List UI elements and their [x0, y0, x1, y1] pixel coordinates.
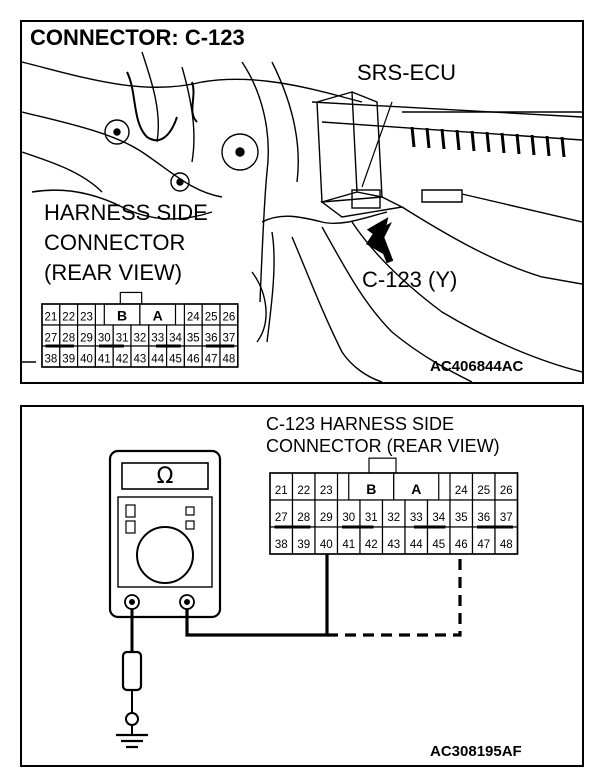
connector-frame — [41, 303, 239, 368]
pin-label: 46 — [187, 353, 200, 365]
connector-cavity — [393, 472, 440, 501]
pin-label: 25 — [205, 311, 218, 323]
pin-label: 42 — [116, 353, 129, 365]
pin-label: 45 — [432, 539, 445, 551]
pin-label: 38 — [45, 353, 58, 365]
test-lead-dashed — [327, 547, 462, 637]
connector-callout: C-123 (Y) — [362, 267, 458, 292]
harness-side-label: HARNESS SIDE CONNECTOR (REAR VIEW) — [44, 200, 208, 285]
pin-label: 41 — [98, 353, 111, 365]
pin-label: 24 — [187, 311, 200, 323]
pin-label: 32 — [134, 332, 147, 344]
pin-label: 27 — [45, 332, 58, 344]
pin-label: A — [153, 307, 163, 323]
pin-label: 34 — [169, 332, 182, 344]
pin-label: 28 — [62, 332, 75, 344]
srs-ecu-label: SRS-ECU — [357, 60, 457, 85]
pin-label: 47 — [205, 353, 218, 365]
pin-label: 40 — [320, 539, 333, 551]
pin-label: B — [366, 481, 376, 497]
resistance-check-panel: Ω 21 22 23 B A 24 25 26 27 28 29 30 31 32 33 34 35 36 37 38… — [20, 405, 584, 767]
pin-label: 42 — [365, 539, 378, 551]
pin-label: 22 — [62, 311, 75, 323]
vehicle-location-panel: 21 22 23 B A 24 25 26 27 28 29 30 31 32 33 34 35 36 37 38 39… — [20, 20, 584, 384]
pin-label: 27 — [275, 512, 288, 524]
pin-label: 28 — [297, 512, 310, 524]
connector-latch — [119, 291, 143, 305]
pin-label: 35 — [455, 512, 468, 524]
pin-label: 33 — [410, 512, 423, 524]
pin-label: 45 — [169, 353, 182, 365]
pin-label: 23 — [80, 311, 93, 323]
pin-label: 37 — [500, 512, 513, 524]
pin-label: 36 — [205, 332, 218, 344]
ground-icon — [116, 733, 148, 749]
vehicle-underdash-illustration: 21 22 23 B A 24 25 26 27 28 29 30 31 32 33 34 35 36 37 38 39… — [22, 51, 582, 382]
pin-label: 33 — [151, 332, 164, 344]
pin-label: 32 — [387, 512, 400, 524]
pin-label: 29 — [320, 512, 333, 524]
figure-code: AC406844AC — [430, 358, 524, 375]
pin-label: 40 — [80, 353, 93, 365]
pin-label: 43 — [387, 539, 400, 551]
pin-label: 48 — [500, 539, 513, 551]
pin-label: 44 — [410, 539, 423, 551]
pin-label: 23 — [320, 485, 333, 497]
ground-probe — [121, 650, 143, 692]
pin-label: B — [117, 307, 127, 323]
connector-frame — [269, 472, 519, 555]
pin-label: 37 — [223, 332, 236, 344]
pin-label: 31 — [116, 332, 129, 344]
meter-display — [121, 462, 209, 490]
pin-label: 22 — [297, 485, 310, 497]
pin-label: 26 — [223, 311, 236, 323]
test-lead-solid — [185, 527, 329, 637]
pin-label: 30 — [342, 512, 355, 524]
pin-label: 35 — [187, 332, 200, 344]
pin-label: 21 — [45, 311, 58, 323]
connector-latch — [368, 457, 397, 474]
pin-label: 44 — [151, 353, 164, 365]
pin-label: 21 — [275, 485, 288, 497]
pin-label: 38 — [275, 539, 288, 551]
pin-label: 26 — [500, 485, 513, 497]
pin-label: 25 — [477, 485, 490, 497]
pin-label: 31 — [365, 512, 378, 524]
pin-label: 30 — [98, 332, 111, 344]
connector-title: CONNECTOR: C-123 — [30, 25, 245, 50]
pin-label: A — [411, 481, 421, 497]
pin-label: 43 — [134, 353, 147, 365]
harness-connector-diagram-top: 21 22 23 B A 24 25 26 27 28 29 30 31 32 33 34 35 36 37 38 39… — [41, 291, 239, 368]
pin-label: 48 — [223, 353, 236, 365]
harness-connector-diagram-bottom: 21 22 23 B A 24 25 26 27 28 29 30 31 32 33 34 35 36 37 38 39… — [269, 457, 519, 555]
pin-label: 41 — [342, 539, 355, 551]
ohmmeter-body — [108, 449, 222, 619]
meter-dial — [136, 526, 194, 584]
harness-side-label-bottom: C-123 HARNESS SIDE CONNECTOR (REAR VIEW) — [266, 414, 500, 456]
pin-label: 24 — [455, 485, 468, 497]
pin-label: 47 — [477, 539, 490, 551]
arrow-icon — [366, 217, 394, 264]
ohm-symbol: Ω — [157, 464, 174, 489]
pin-label: 34 — [432, 512, 445, 524]
pin-label: 39 — [62, 353, 75, 365]
ohmmeter-wiring-diagram: Ω 21 22 23 B A 24 25 26 27 28 29 30 31 32 33 34 35 36 37 38… — [108, 449, 519, 749]
pin-label: 36 — [477, 512, 490, 524]
pin-label: 46 — [455, 539, 468, 551]
figure-code-bottom: AC308195AF — [430, 743, 522, 760]
pin-label: 29 — [80, 332, 93, 344]
pin-label: 39 — [297, 539, 310, 551]
